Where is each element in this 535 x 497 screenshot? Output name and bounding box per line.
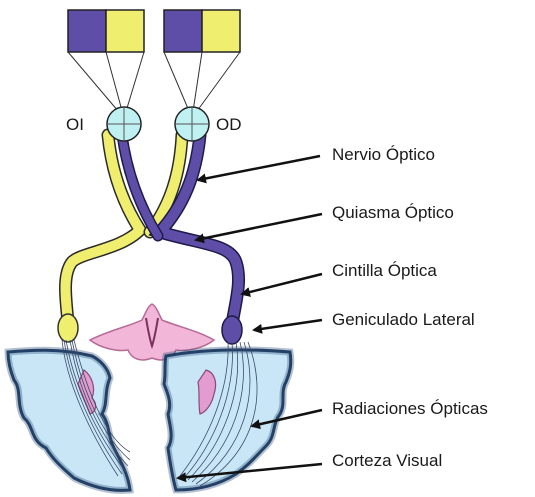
label-visual-cortex: Corteza Visual [332, 451, 442, 470]
arrow-optic-nerve [198, 156, 320, 180]
field-square-yellow [106, 10, 144, 52]
right-eye [175, 107, 209, 141]
field-square-yellow [202, 10, 240, 52]
lgn-right [222, 316, 242, 344]
label-optic-nerve: Nervio Óptico [332, 145, 435, 164]
arrow-lateral-geniculate [254, 320, 322, 330]
left-cortex [8, 350, 130, 490]
left-eye [107, 107, 141, 141]
arrow-optic-tract [242, 274, 322, 294]
lgn-left [58, 314, 78, 342]
visual-field-right-eye [164, 10, 240, 52]
label-lateral-geniculate: Geniculado Lateral [332, 310, 475, 329]
label-right-eye: OD [216, 115, 242, 134]
label-optic-radiations: Radiaciones Ópticas [332, 399, 488, 418]
label-left-eye: OI [66, 115, 84, 134]
field-square-purple [164, 10, 202, 52]
arrow-optic-chiasm [196, 214, 322, 240]
field-square-purple [68, 10, 106, 52]
label-optic-tract: Cintilla Óptica [332, 261, 437, 280]
projection-lines [68, 52, 240, 118]
label-optic-chiasm: Quiasma Óptico [332, 203, 454, 222]
visual-field-left-eye [68, 10, 144, 52]
